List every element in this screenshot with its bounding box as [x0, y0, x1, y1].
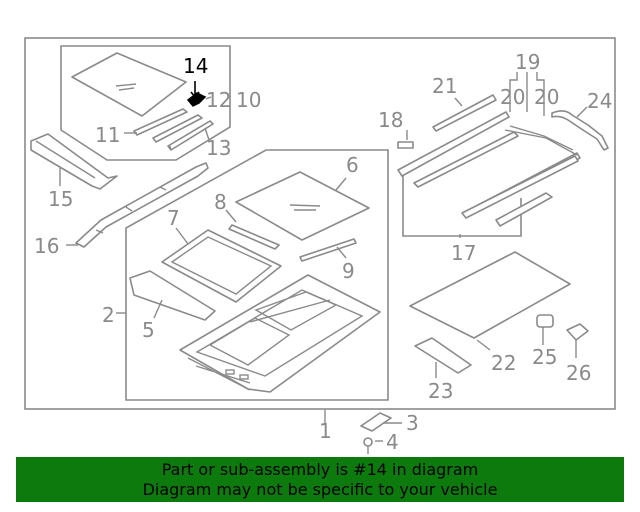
- leader-lines: [59, 72, 588, 442]
- part-24-hose: [551, 110, 609, 151]
- outer-frame: [24, 37, 616, 410]
- callout-15: 15: [48, 187, 73, 211]
- callout-24: 24: [587, 89, 612, 113]
- subassembly-17-box: [402, 172, 522, 237]
- part-5-deflector: [129, 270, 216, 321]
- callout-12: 12: [206, 88, 231, 112]
- part-16-rail: [75, 162, 209, 248]
- callout-10: 10: [236, 88, 261, 112]
- callout-5: 5: [142, 318, 155, 342]
- callout-11: 11: [95, 123, 120, 147]
- callout-22: 22: [491, 351, 516, 375]
- callout-16: 16: [34, 234, 59, 258]
- banner-line-2: Diagram may not be specific to your vehi…: [142, 479, 498, 499]
- part-21-strip: [432, 94, 497, 132]
- part-22-headliner: [409, 251, 571, 339]
- part-26-clip: [566, 323, 589, 341]
- callout-9: 9: [342, 259, 355, 283]
- leader-12: [205, 96, 212, 100]
- callout-2: 2: [102, 303, 115, 327]
- callout-1: 1: [319, 419, 332, 443]
- part-25-clip: [536, 314, 554, 328]
- callout-26: 26: [566, 361, 591, 385]
- callout-20b: 20: [534, 85, 559, 109]
- part-15-trim: [30, 133, 118, 190]
- callout-23: 23: [428, 379, 453, 403]
- subassembly-2-box: [125, 149, 389, 401]
- part-23-bracket: [414, 337, 472, 374]
- callout-18: 18: [378, 108, 403, 132]
- sunroof-frame: [179, 274, 381, 393]
- banner-line-1: Part or sub-assembly is #14 in diagram: [161, 459, 479, 479]
- callout-6: 6: [346, 153, 359, 177]
- part-18-clip: [397, 141, 414, 149]
- part-8-strip: [228, 224, 280, 250]
- parts-19-20-rails: [397, 111, 581, 219]
- part-7-seal: [161, 229, 282, 303]
- parts-diagram: 1 2 3 4 5 6 7 8 9 10 11 12 13 14 15 16 1…: [24, 37, 616, 454]
- callout-13: 13: [206, 136, 231, 160]
- part-3-bracket: [360, 412, 392, 432]
- callout-20a: 20: [500, 85, 525, 109]
- callout-14: 14: [183, 54, 208, 78]
- callout-8: 8: [214, 190, 227, 214]
- glass-panel-top: [71, 52, 187, 117]
- part-6-glass: [235, 171, 370, 241]
- callout-19: 19: [515, 50, 540, 74]
- part-9-strip: [299, 238, 357, 262]
- info-banner: Part or sub-assembly is #14 in diagram D…: [16, 457, 624, 502]
- callout-21: 21: [432, 74, 457, 98]
- callout-4: 4: [386, 430, 399, 454]
- part-4-bolt: [363, 437, 373, 454]
- callout-3: 3: [406, 411, 419, 435]
- part-14-clip: [186, 81, 207, 107]
- glass-subassembly-box: [60, 45, 231, 161]
- seal-strips: [133, 108, 214, 151]
- part-17-rail: [495, 192, 553, 227]
- callout-17: 17: [451, 241, 476, 265]
- callout-25: 25: [532, 345, 557, 369]
- callout-7: 7: [167, 206, 180, 230]
